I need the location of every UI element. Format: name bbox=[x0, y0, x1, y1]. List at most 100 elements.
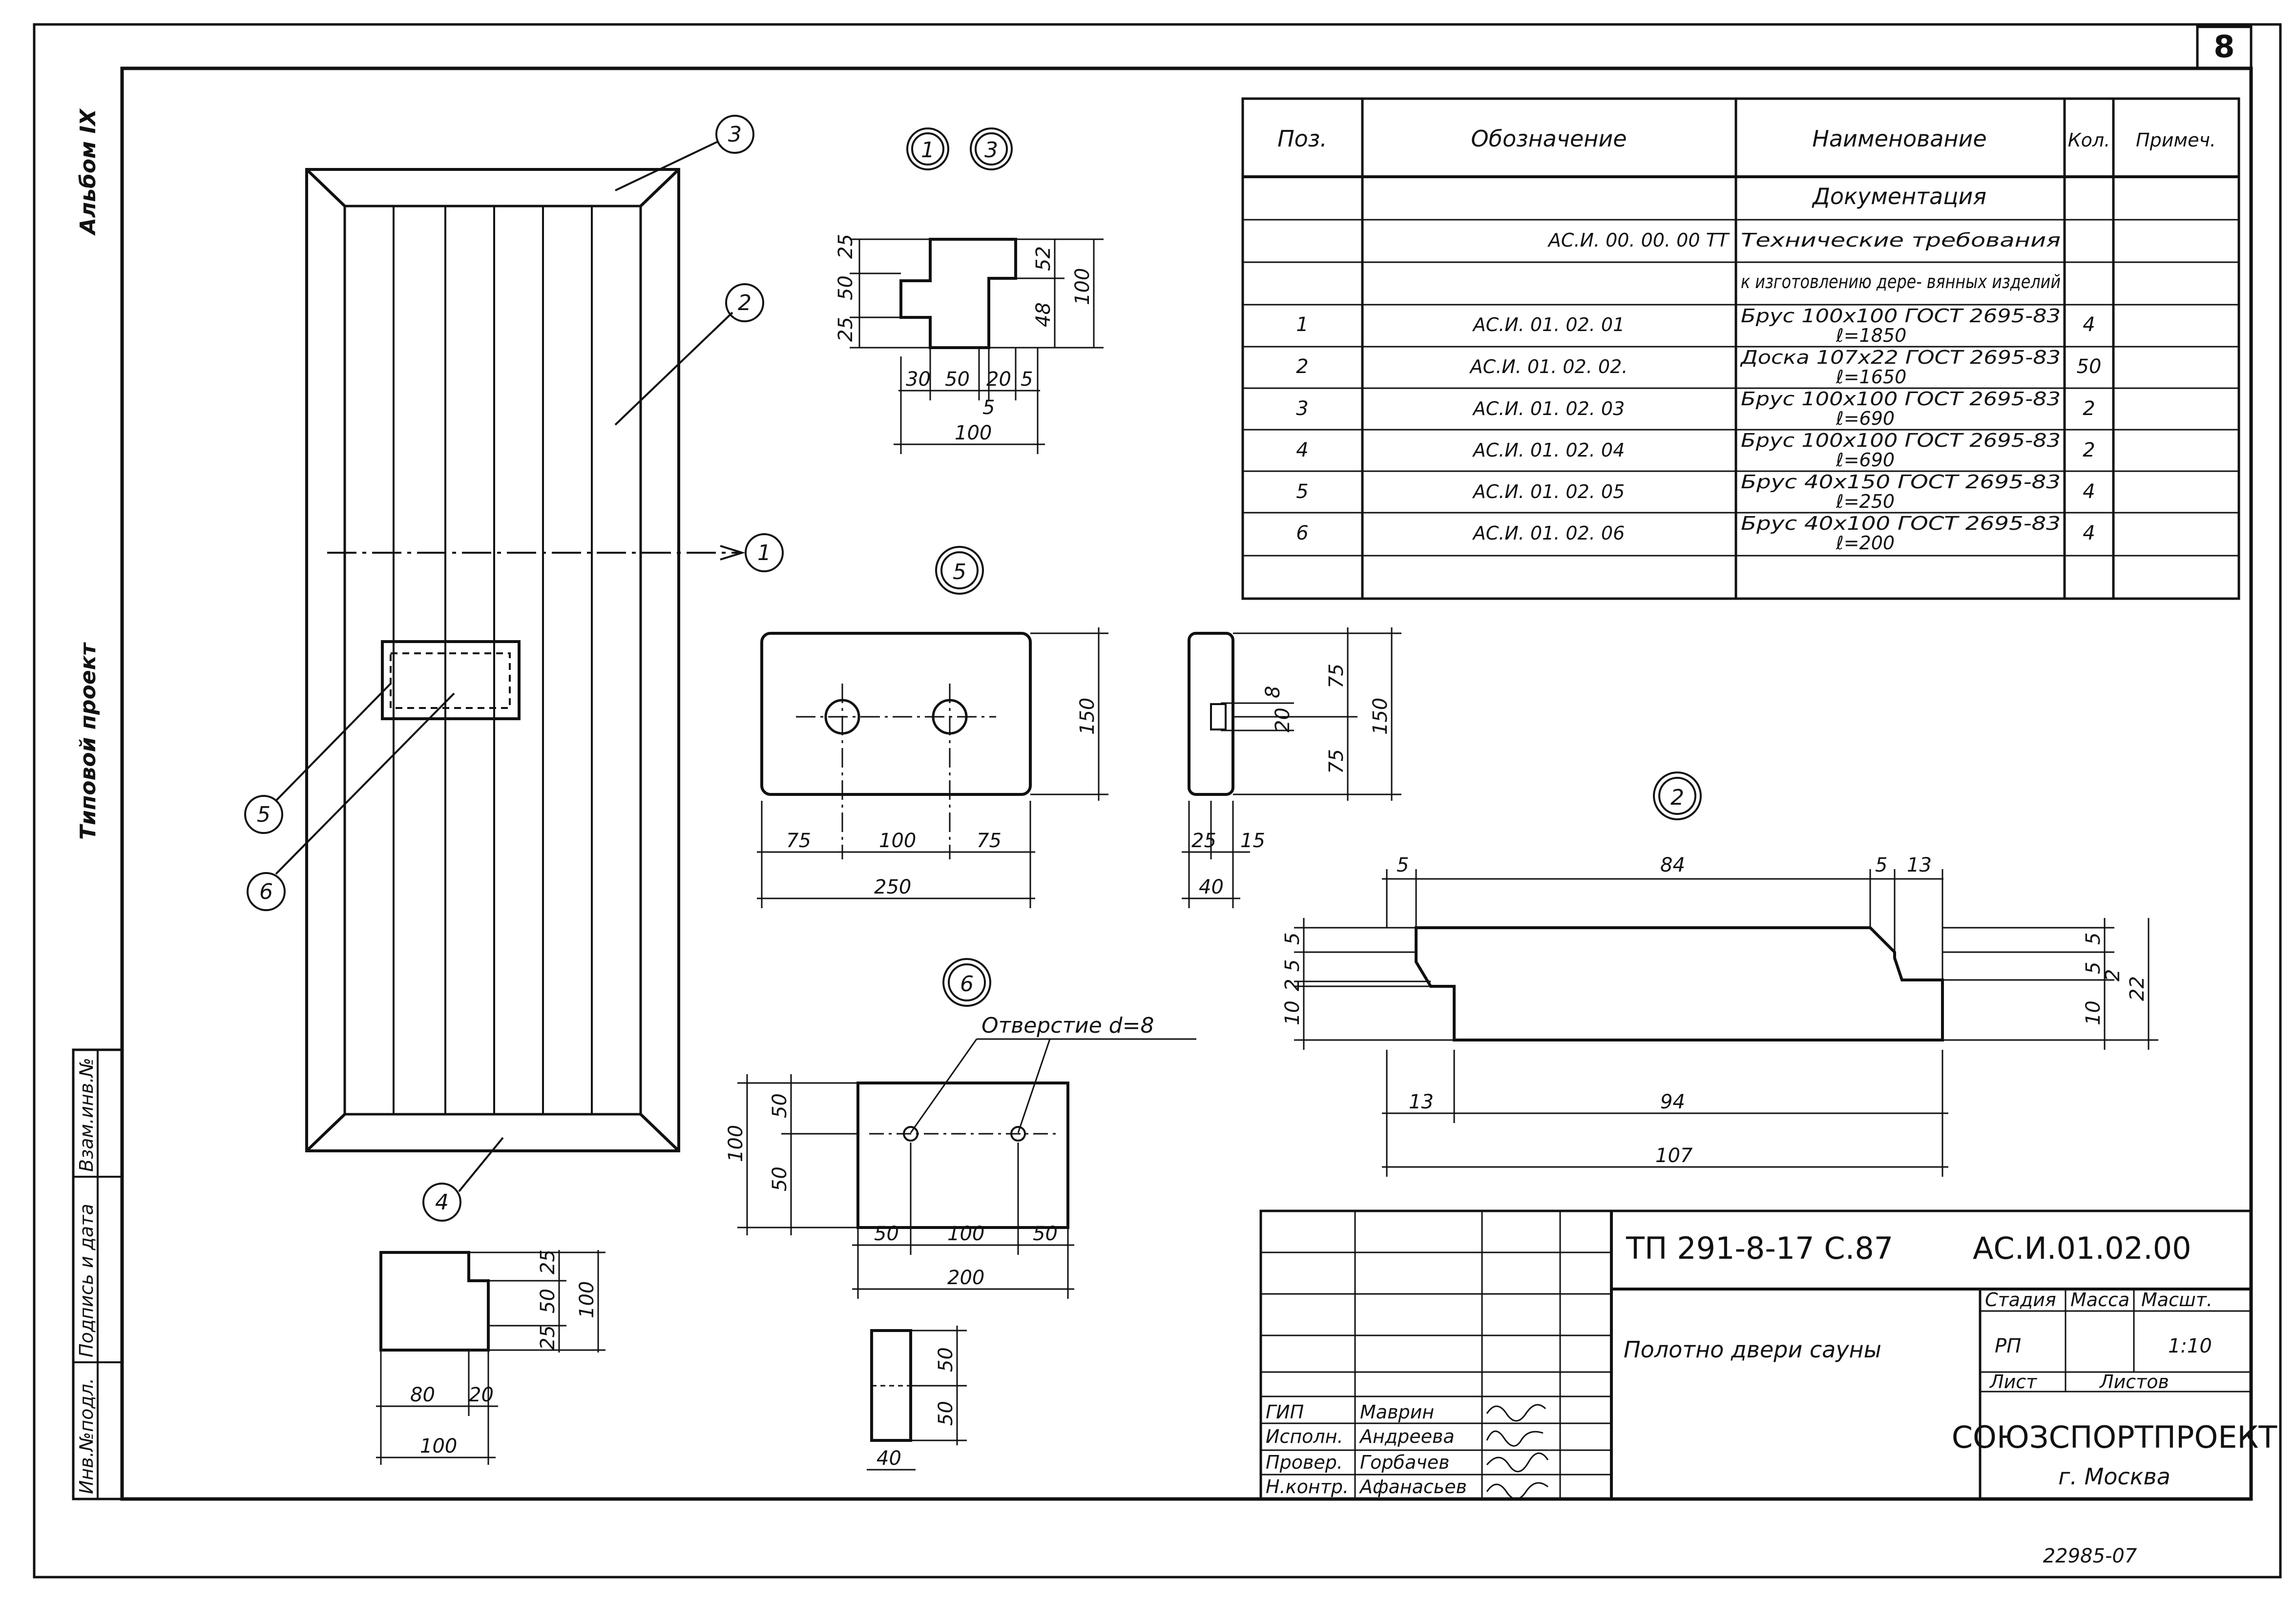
d2-right-5a: 5 bbox=[2082, 933, 2105, 945]
d6-hole-note: Отверстие d=8 bbox=[981, 1013, 1154, 1038]
spec-header-qty: Кол. bbox=[2068, 129, 2110, 151]
spec-row-5-pos: 6 bbox=[1296, 522, 1308, 544]
detail-2-profile bbox=[1415, 926, 1944, 1041]
d2-top-84: 84 bbox=[1660, 854, 1685, 876]
d13-right-100: 100 bbox=[1071, 268, 1094, 305]
sheet-number: 8 bbox=[2213, 29, 2234, 64]
signatures bbox=[1486, 1404, 1549, 1500]
spec-section: Документация bbox=[1812, 183, 1986, 209]
detail-4-dimlines bbox=[376, 1250, 605, 1465]
tb-stage-label: Стадия bbox=[1985, 1289, 2056, 1311]
tb-role-2: Провер. bbox=[1266, 1452, 1343, 1473]
d13-bottom-30: 30 bbox=[906, 368, 931, 391]
detail-5-side-dimlines bbox=[1182, 627, 1401, 908]
detail-6-mark bbox=[942, 958, 991, 1007]
outer-border bbox=[33, 23, 2282, 1579]
tb-role-3: Н.контр. bbox=[1266, 1476, 1349, 1498]
d2-right-10: 10 bbox=[2082, 1000, 2105, 1025]
tb-scale: 1:10 bbox=[2168, 1335, 2212, 1357]
d13-bottom-5: 5 bbox=[1021, 368, 1033, 391]
spec-row-2-sub: ℓ=690 bbox=[1836, 408, 1895, 429]
archive-number: 22985-07 bbox=[2043, 1545, 2137, 1567]
d13-left-25b: 25 bbox=[835, 317, 857, 342]
callout-1: 1 bbox=[757, 541, 771, 565]
detail-mark-6: 6 bbox=[960, 972, 974, 997]
inv-col-1: Подпись и дата bbox=[76, 1204, 97, 1357]
spec-row-0-pos: 1 bbox=[1296, 313, 1308, 336]
d4-right-25b: 25 bbox=[537, 1325, 559, 1350]
spec-row-0-name: Брус 100х100 ГОСТ 2695-83 bbox=[1741, 305, 2061, 327]
d4-right-50: 50 bbox=[537, 1289, 559, 1313]
spec-row-1-name: Доска 107х22 ГОСТ 2695-83 bbox=[1740, 347, 2061, 368]
spec-row-3-qty: 2 bbox=[2083, 439, 2095, 461]
d6-side-50b: 50 bbox=[935, 1401, 957, 1426]
detail-6-face bbox=[856, 1082, 1069, 1229]
tb-project: ТП 291-8-17 С.87 bbox=[1626, 1230, 1893, 1266]
spec-row-4-qty: 4 bbox=[2083, 480, 2095, 503]
spec-row-4-sub: ℓ=250 bbox=[1836, 491, 1895, 512]
tb-designation: АС.И.01.02.00 bbox=[1973, 1230, 2192, 1266]
tb-city: г. Москва bbox=[2058, 1463, 2171, 1490]
d5-bottom-100: 100 bbox=[879, 830, 916, 852]
callout-4: 4 bbox=[435, 1190, 449, 1215]
spec-header-code: Обозначение bbox=[1471, 125, 1627, 152]
detail-mark-3: 3 bbox=[984, 138, 998, 163]
d5-side-75b: 75 bbox=[1325, 749, 1348, 774]
tb-stage: РП bbox=[1995, 1335, 2021, 1357]
detail-mark-1: 1 bbox=[921, 138, 935, 163]
inner-border bbox=[120, 66, 2253, 1501]
callout-leaders bbox=[275, 141, 733, 1192]
door-panel-view bbox=[305, 168, 680, 1152]
d6-leader-1 bbox=[910, 1039, 978, 1133]
inv-col-0: Инв.№подл. bbox=[76, 1378, 97, 1494]
detail-2-mark bbox=[1653, 771, 1702, 820]
d13-left-50: 50 bbox=[835, 275, 857, 300]
d5-height: 150 bbox=[1076, 698, 1099, 735]
d5-side-hole: 8 bbox=[1262, 686, 1284, 698]
d5-side-15: 15 bbox=[1240, 830, 1265, 852]
detail-1-3-marks bbox=[906, 127, 1013, 170]
spec-row-1-pos: 2 bbox=[1296, 355, 1308, 378]
d2-left-2: 2 bbox=[1281, 979, 1304, 991]
album-label: Альбом IX bbox=[76, 108, 101, 236]
tb-sheets-label: Листов bbox=[2099, 1371, 2169, 1393]
d6-left-50a: 50 bbox=[769, 1093, 791, 1118]
d2-right-2: 2 bbox=[2102, 969, 2124, 981]
spec-row-1-sub: ℓ=1650 bbox=[1836, 366, 1906, 388]
detail-5-side-hole bbox=[1210, 703, 1227, 730]
d6-bottom-100: 100 bbox=[947, 1223, 984, 1245]
d5-total: 250 bbox=[874, 876, 911, 898]
inv-col-2: Взам.инв.№ bbox=[76, 1058, 97, 1172]
d6-side-50a: 50 bbox=[935, 1347, 957, 1372]
spec-row-2-pos: 3 bbox=[1296, 397, 1308, 420]
spec-doc-name-1: к изготовлению дере- вянных изделий bbox=[1741, 271, 2061, 292]
d6-side-width: 40 bbox=[877, 1447, 901, 1470]
spec-row-0-sub: ℓ=1850 bbox=[1836, 325, 1906, 346]
d2-top-13: 13 bbox=[1907, 854, 1932, 876]
d2-bottom-13: 13 bbox=[1409, 1091, 1434, 1113]
spec-row-5-sub: ℓ=200 bbox=[1836, 532, 1895, 554]
spec-header-pos: Поз. bbox=[1277, 125, 1327, 152]
spec-row-2-name: Брус 100х100 ГОСТ 2695-83 bbox=[1741, 388, 2061, 410]
callout-6: 6 bbox=[259, 879, 273, 904]
d13-right-48: 48 bbox=[1032, 302, 1055, 327]
d2-left-10: 10 bbox=[1281, 1000, 1304, 1025]
detail-2-dimlines bbox=[1294, 869, 2158, 1177]
spec-row-5-code: АС.И. 01. 02. 06 bbox=[1472, 522, 1625, 544]
spec-row-3-sub: ℓ=690 bbox=[1836, 449, 1895, 471]
d13-bottom-20: 20 bbox=[986, 368, 1011, 391]
d2-total: 107 bbox=[1655, 1145, 1693, 1167]
d6-bottom-50b: 50 bbox=[1033, 1223, 1058, 1245]
spec-row-5-qty: 4 bbox=[2083, 522, 2095, 544]
spec-row-0-code: АС.И. 01. 02. 01 bbox=[1472, 314, 1625, 335]
callout-2: 2 bbox=[738, 291, 751, 315]
d4-total: 100 bbox=[420, 1435, 457, 1457]
d6-height: 100 bbox=[725, 1125, 747, 1162]
d13-left-25a: 25 bbox=[835, 234, 857, 259]
d4-total-right: 100 bbox=[576, 1281, 598, 1318]
d5-side-total: 150 bbox=[1369, 698, 1392, 735]
d13-total-100: 100 bbox=[955, 422, 992, 444]
tb-person-3: Афанасьев bbox=[1358, 1476, 1467, 1498]
d5-bottom-75a: 75 bbox=[786, 830, 811, 852]
tb-person-1: Андреева bbox=[1358, 1426, 1455, 1447]
